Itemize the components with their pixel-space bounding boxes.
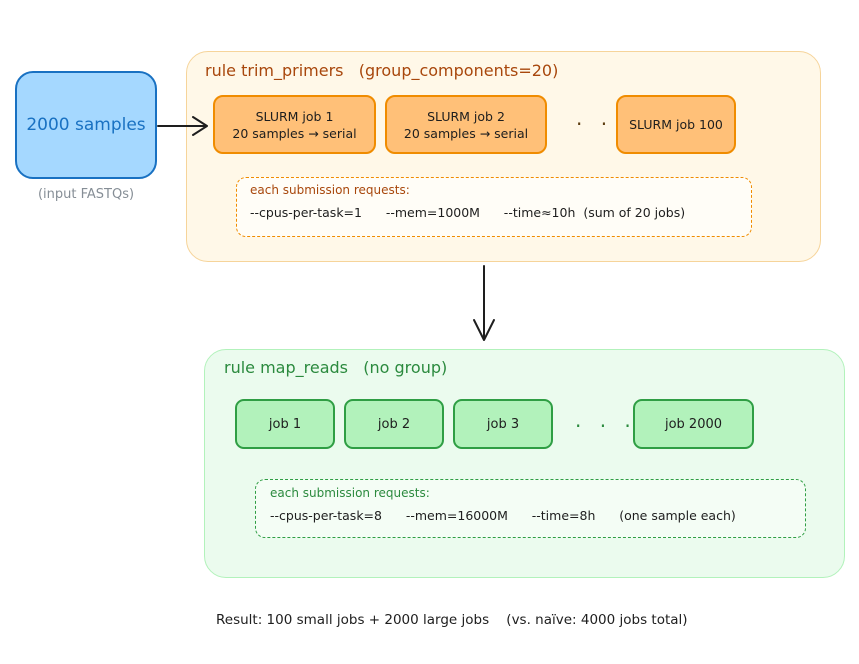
slurm-job-node: SLURM job 2 20 samples → serial bbox=[385, 95, 547, 154]
slurm-job-name: SLURM job 1 bbox=[255, 108, 334, 124]
map-request-box bbox=[255, 479, 806, 538]
slurm-job-node: SLURM job 1 20 samples → serial bbox=[213, 95, 376, 154]
input-to-trim-arrow bbox=[157, 116, 208, 136]
result-summary: Result: 100 small jobs + 2000 large jobs… bbox=[216, 612, 688, 628]
trim-to-map-arrow bbox=[473, 265, 495, 341]
map-reads-rule-group bbox=[204, 349, 845, 578]
map-ellipsis: · · · bbox=[575, 414, 637, 438]
slurm-job-detail: 20 samples → serial bbox=[403, 125, 529, 141]
map-request-params: --cpus-per-task=8 --mem=16000M --time=8h… bbox=[270, 508, 736, 523]
map-job-node: job 3 bbox=[453, 399, 553, 449]
slurm-job-node: SLURM job 100 bbox=[616, 95, 736, 154]
slurm-job-name: SLURM job 2 bbox=[427, 108, 505, 124]
input-samples-caption: (input FASTQs) bbox=[37, 187, 135, 202]
input-samples-node: 2000 samples bbox=[15, 71, 157, 179]
map-job-node: job 1 bbox=[235, 399, 335, 449]
trim-request-params: --cpus-per-task=1 --mem=1000M --time≈10h… bbox=[250, 205, 686, 220]
map-request-heading: each submission requests: bbox=[270, 486, 430, 500]
map-job-node: job 2000 bbox=[633, 399, 754, 449]
trim-request-heading: each submission requests: bbox=[250, 183, 410, 197]
map-job-node: job 2 bbox=[344, 399, 444, 449]
trim-rule-title: rule trim_primers (group_components=20) bbox=[205, 61, 559, 80]
trim-request-box bbox=[236, 177, 752, 237]
slurm-job-name: SLURM job 100 bbox=[629, 117, 723, 132]
input-samples-label: 2000 samples bbox=[26, 115, 146, 135]
map-rule-title: rule map_reads (no group) bbox=[224, 358, 448, 377]
slurm-job-detail: 20 samples → serial bbox=[232, 125, 357, 141]
